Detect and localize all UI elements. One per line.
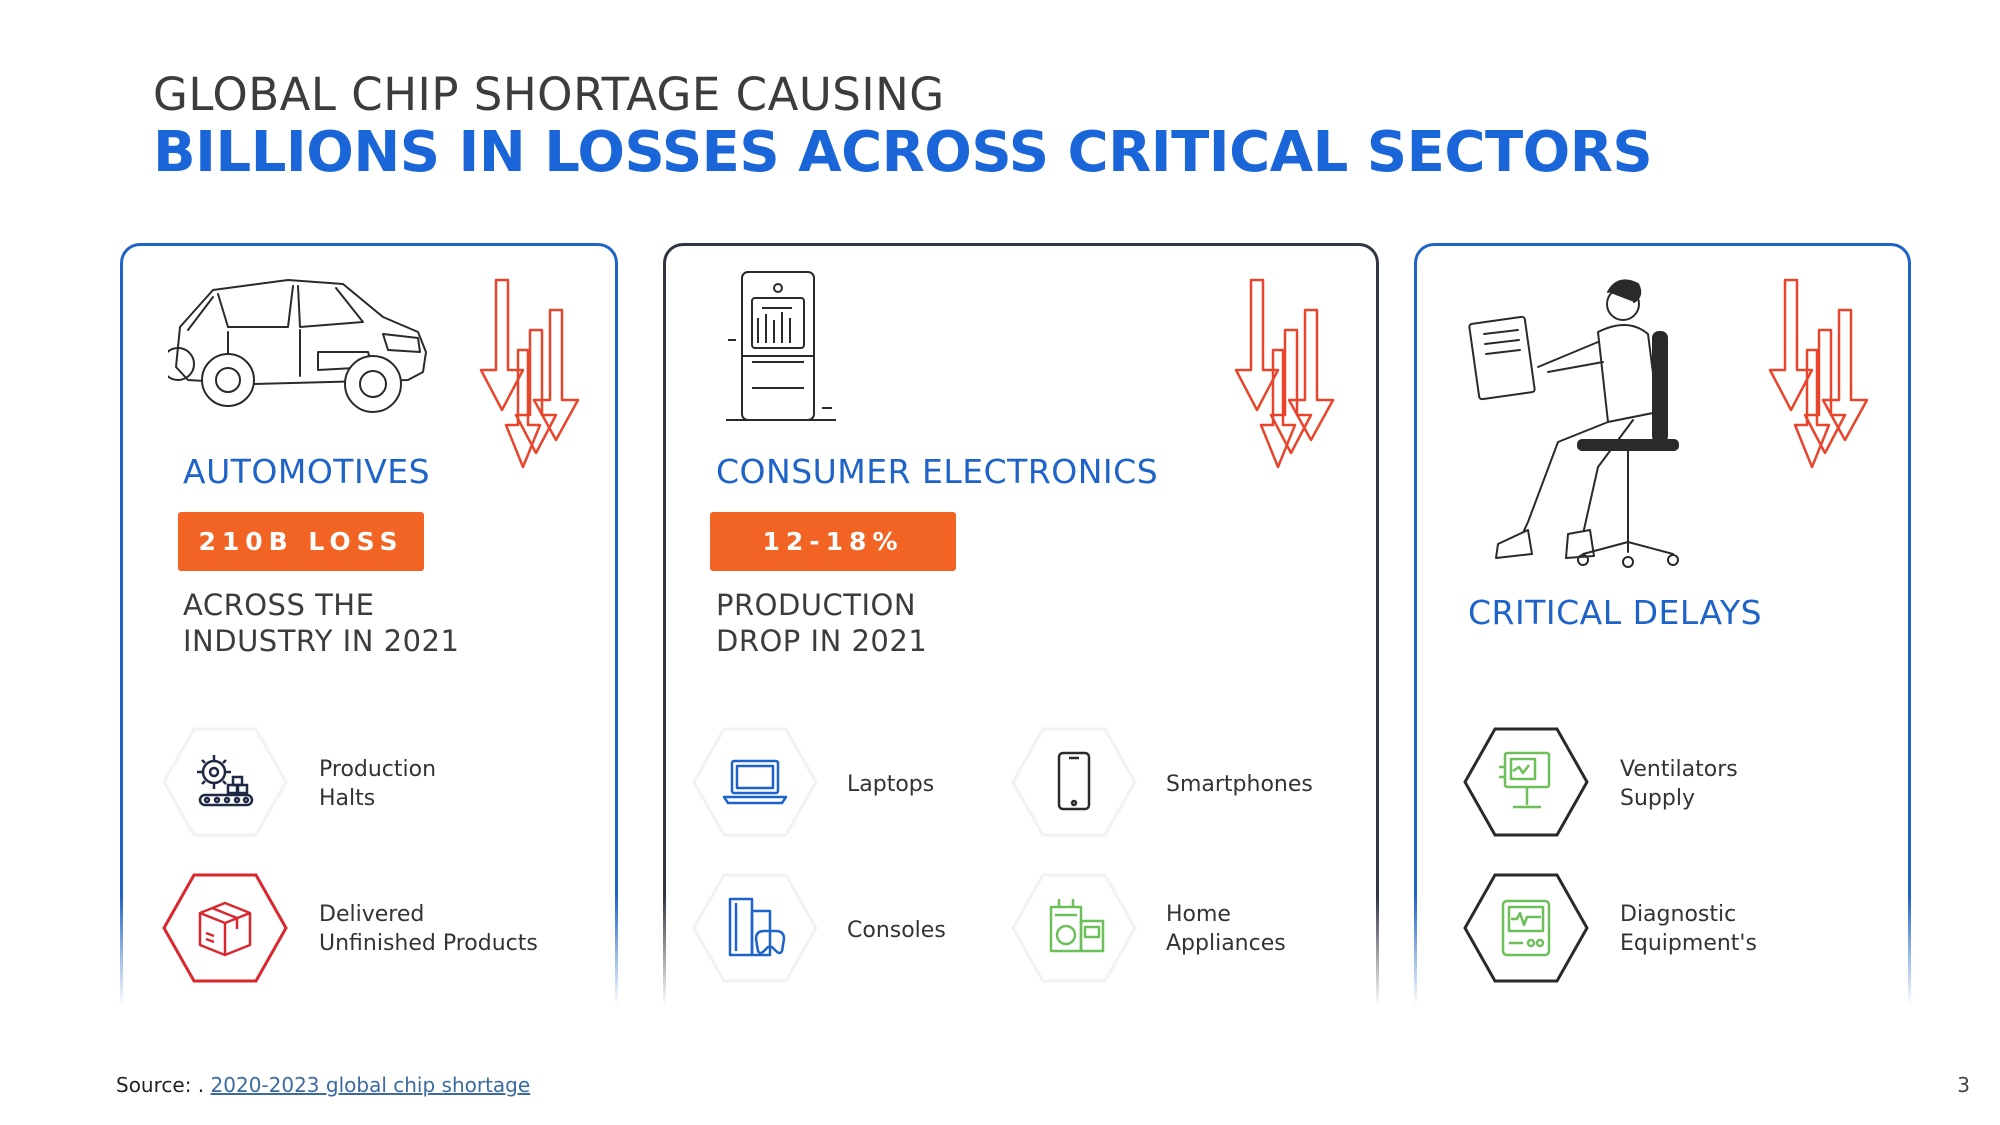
refrigerator-illustration bbox=[726, 271, 836, 421]
slide-title-line1: GLOBAL CHIP SHORTAGE CAUSING bbox=[153, 68, 945, 121]
smartphone-icon bbox=[1011, 727, 1137, 837]
item-label-line: Equipment's bbox=[1620, 931, 1757, 956]
item-smartphones: Smartphones bbox=[1166, 772, 1313, 797]
slide-title-line2: BILLIONS IN LOSSES ACROSS CRITICAL SECTO… bbox=[153, 120, 1653, 185]
consumer-electronics-description: PRODUCTION DROP IN 2021 bbox=[716, 587, 927, 659]
item-label-line: Ventilators bbox=[1620, 757, 1738, 782]
sector-title-automotives: AUTOMOTIVES bbox=[183, 452, 431, 491]
item-label-line: Delivered bbox=[319, 902, 425, 927]
ventilator-icon bbox=[1463, 727, 1589, 837]
sector-title-critical-delays: CRITICAL DELAYS bbox=[1468, 593, 1763, 632]
item-label-line: Home bbox=[1166, 902, 1231, 927]
sector-title-consumer-electronics: CONSUMER ELECTRONICS bbox=[716, 452, 1159, 491]
item-label-line: Production bbox=[319, 757, 437, 782]
laptop-icon bbox=[692, 727, 818, 837]
home-appliance-icon bbox=[1011, 873, 1137, 983]
item-consoles: Consoles bbox=[847, 918, 946, 943]
automotives-description: ACROSS THE INDUSTRY IN 2021 bbox=[183, 587, 459, 659]
item-label-line: Diagnostic bbox=[1620, 902, 1737, 927]
desc-line: INDUSTRY IN 2021 bbox=[183, 624, 460, 658]
decline-arrows-icon bbox=[479, 278, 580, 469]
item-label-line: Unfinished Products bbox=[319, 931, 538, 956]
decline-arrows-icon bbox=[1768, 278, 1869, 469]
production-drop-badge: 12-18% bbox=[710, 512, 956, 571]
item-home-appliances: Home Appliances bbox=[1166, 900, 1286, 958]
car-illustration bbox=[168, 279, 427, 413]
item-ventilators-supply: Ventilators Supply bbox=[1620, 755, 1738, 813]
diagnostic-monitor-icon bbox=[1463, 873, 1589, 983]
console-icon bbox=[692, 873, 818, 983]
desc-line: ACROSS THE bbox=[183, 588, 375, 622]
item-production-halts: Production Halts bbox=[319, 755, 436, 813]
loss-badge: 210B LOSS bbox=[178, 512, 424, 571]
source-label: Source: . bbox=[116, 1073, 205, 1097]
item-label-line: Appliances bbox=[1166, 931, 1286, 956]
box-icon bbox=[162, 873, 288, 983]
gear-conveyor-icon bbox=[162, 727, 288, 837]
item-diagnostic-equipment: Diagnostic Equipment's bbox=[1620, 900, 1757, 958]
source-link[interactable]: 2020-2023 global chip shortage bbox=[210, 1073, 531, 1097]
item-label-line: Halts bbox=[319, 786, 376, 811]
desc-line: DROP IN 2021 bbox=[716, 624, 928, 658]
desc-line: PRODUCTION bbox=[716, 588, 917, 622]
item-laptops: Laptops bbox=[847, 772, 935, 797]
doctor-clipboard-illustration bbox=[1468, 279, 1679, 568]
decline-arrows-icon bbox=[1234, 278, 1335, 469]
item-delivered-unfinished-products: Delivered Unfinished Products bbox=[319, 900, 538, 958]
item-label-line: Supply bbox=[1620, 786, 1695, 811]
page-number: 3 bbox=[1957, 1073, 1970, 1097]
source-footnote: Source: . 2020-2023 global chip shortage bbox=[116, 1073, 530, 1097]
